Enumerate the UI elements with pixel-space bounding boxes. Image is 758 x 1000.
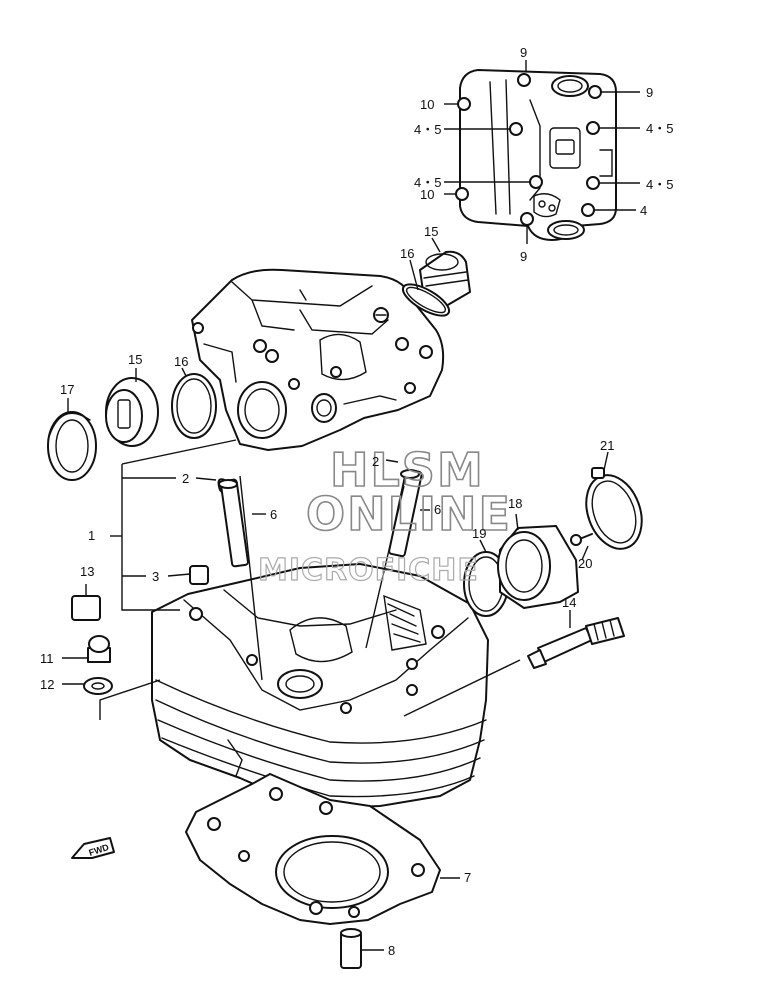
watermark: HLSM ONLINE MICROFICHE [257, 442, 512, 588]
fwd-arrow-icon: FWD [71, 837, 115, 859]
callout-17: 17 [60, 382, 74, 397]
callout-7: 7 [464, 870, 471, 885]
dowel-pin [340, 928, 362, 969]
callout-labels: 9 9 10 4・5 4・5 4・5 4・5 10 4 9 15 16 15 1… [40, 45, 673, 958]
callout-14: 14 [562, 595, 576, 610]
cylinder-head [151, 563, 489, 809]
callout-8: 8 [388, 943, 395, 958]
callout-11: 11 [40, 651, 54, 666]
watermark-line3: MICROFICHE [258, 553, 479, 588]
leader-lines [62, 60, 640, 951]
callout-1: 1 [88, 528, 95, 543]
left-hand-ring-17 [47, 411, 97, 481]
cylinder-head-gasket [185, 773, 441, 925]
cylinder-head-cover-top-view [455, 69, 617, 241]
watermark-line2: ONLINE [306, 487, 512, 541]
clamp-21 [585, 467, 643, 550]
callout-16-right: 16 [400, 246, 414, 261]
screw-20 [570, 533, 593, 546]
callout-4-5-upper-left: 4・5 [414, 122, 441, 137]
callout-20: 20 [578, 556, 592, 571]
housing-18 [497, 525, 579, 609]
o-ring-16-right [401, 283, 451, 317]
callout-9-top: 9 [520, 45, 527, 60]
callout-19: 19 [472, 526, 486, 541]
callout-2-center: 2 [372, 454, 379, 469]
nut-11 [87, 635, 111, 663]
callout-18: 18 [508, 496, 522, 511]
callout-6-left: 6 [270, 507, 277, 522]
callout-15-left: 15 [128, 352, 142, 367]
callout-21: 21 [600, 438, 614, 453]
callout-16-left: 16 [174, 354, 188, 369]
washer-12 [83, 677, 113, 695]
watermark-line1: HLSM [330, 443, 485, 497]
callout-4-5-lower-right: 4・5 [646, 177, 673, 192]
callout-15-right: 15 [424, 224, 438, 239]
callout-13: 13 [80, 564, 94, 579]
callout-2-left: 2 [182, 471, 189, 486]
callout-4-5-upper-right: 4・5 [646, 121, 673, 136]
callout-4-5-lower-left: 4・5 [414, 175, 441, 190]
callout-6-right: 6 [434, 502, 441, 517]
callout-12: 12 [40, 677, 54, 692]
o-ring-16-left [171, 373, 217, 439]
cap-15-left [105, 377, 159, 447]
cylinder-head-cover [191, 268, 445, 451]
callout-9-right: 9 [646, 85, 653, 100]
callout-10-upper: 10 [420, 97, 434, 112]
callout-3: 3 [152, 569, 159, 584]
spacer-13 [71, 595, 101, 621]
callout-4: 4 [640, 203, 647, 218]
valve-guide-6-left [218, 478, 249, 568]
callout-10-lower: 10 [420, 187, 434, 202]
dowel-3 [189, 565, 209, 585]
callout-9-bottom: 9 [520, 249, 527, 264]
spark-plug-14 [527, 617, 625, 669]
